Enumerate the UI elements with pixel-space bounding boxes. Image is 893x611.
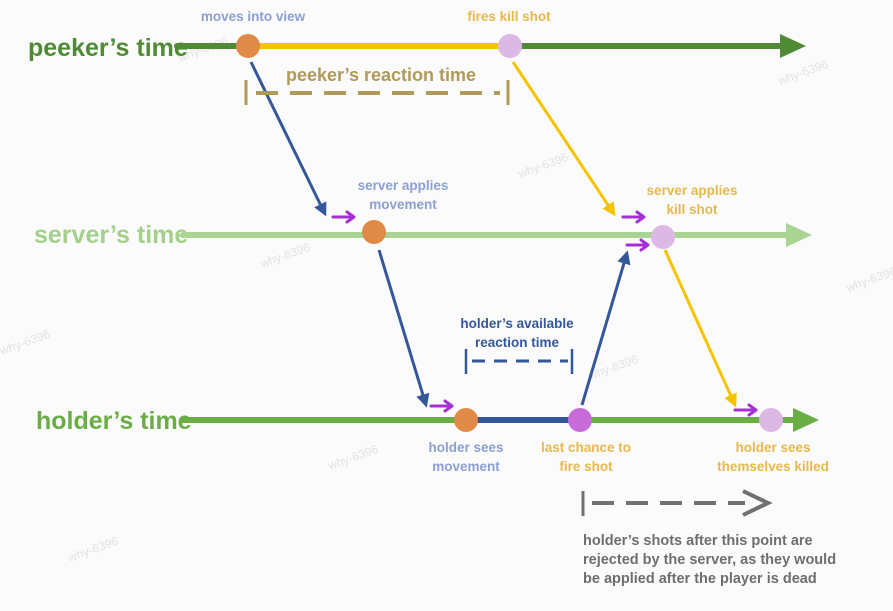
event-dot-server-applies-kill (651, 225, 675, 249)
watermark-text: why-6396 (843, 264, 893, 295)
latency-tick-icon (625, 238, 650, 252)
event-dot-fires-kill-shot (498, 34, 522, 58)
watermark-text: why-6396 (65, 534, 120, 565)
rejected-shots-arrow (581, 489, 773, 517)
lane-label-peeker: peeker’s time (28, 34, 188, 62)
label-server-applies-movement-line1: server applies (358, 178, 449, 193)
holder-timeline (180, 408, 819, 432)
holder-reaction-label-line1: holder’s available (460, 316, 574, 331)
travel-arrows (249, 61, 737, 408)
arrowhead-icon (780, 34, 806, 58)
watermark-text: why-6396 (0, 327, 52, 358)
event-dot-holder-sees-movement (454, 408, 478, 432)
watermark-text: why-6396 (325, 442, 380, 473)
event-dot-server-applies-movement (362, 220, 386, 244)
latency-tick-icon (331, 210, 356, 224)
rejected-note-line3: be applied after the player is dead (583, 571, 817, 587)
label-server-applies-kill-line1: server applies (647, 183, 738, 198)
lane-label-holder: holder’s time (36, 407, 192, 435)
blue-arrow (377, 249, 430, 408)
lane-label-server: server’s time (34, 221, 188, 249)
label-fires-kill-shot: fires kill shot (467, 9, 551, 24)
rejected-note-line2: rejected by the server, as they would (583, 552, 836, 568)
latency-tick-icon (733, 403, 758, 417)
label-server-applies-movement-line2: movement (369, 197, 437, 212)
chevron-right-icon (742, 489, 773, 517)
label-server-applies-kill-line2: kill shot (666, 202, 718, 217)
label-last-chance-line1: last chance to (541, 440, 631, 455)
label-holder-sees-movement-line1: holder sees (428, 440, 503, 455)
latency-tick-icon (429, 399, 454, 413)
blue-arrow (249, 61, 327, 217)
label-last-chance-line2: fire shot (559, 459, 613, 474)
watermark-text: why-6396 (775, 57, 830, 88)
rejected-note-line1: holder’s shots after this point are (583, 533, 813, 549)
arrowhead-icon (786, 223, 812, 247)
watermarks: why-6396 why-6396 why-6396 why-6396 why-… (0, 34, 893, 565)
blue-arrow (580, 250, 631, 406)
event-dot-moves-into-view (236, 34, 260, 58)
label-holder-killed-line2: themselves killed (717, 459, 829, 474)
latency-tick-icon (621, 210, 646, 224)
event-dots (236, 34, 783, 432)
watermark-text: why-6396 (257, 240, 312, 271)
label-moves-into-view: moves into view (201, 9, 306, 24)
arrowhead-icon (793, 408, 819, 432)
yellow-arrow (511, 61, 616, 217)
watermark-text: why-6396 (515, 150, 570, 181)
label-holder-sees-movement-line2: movement (432, 459, 500, 474)
holder-reaction-label-line2: reaction time (475, 335, 560, 350)
server-timeline (180, 223, 812, 247)
latency-ticks (331, 210, 758, 417)
holder-reaction-bracket (464, 349, 574, 374)
label-holder-killed-line1: holder sees (735, 440, 810, 455)
peeker-timeline (174, 34, 806, 58)
peeker-reaction-bracket (244, 80, 510, 105)
event-dot-last-chance (568, 408, 592, 432)
yellow-arrow (663, 249, 737, 408)
peeker-reaction-label: peeker’s reaction time (286, 65, 476, 85)
event-dot-holder-killed (759, 408, 783, 432)
